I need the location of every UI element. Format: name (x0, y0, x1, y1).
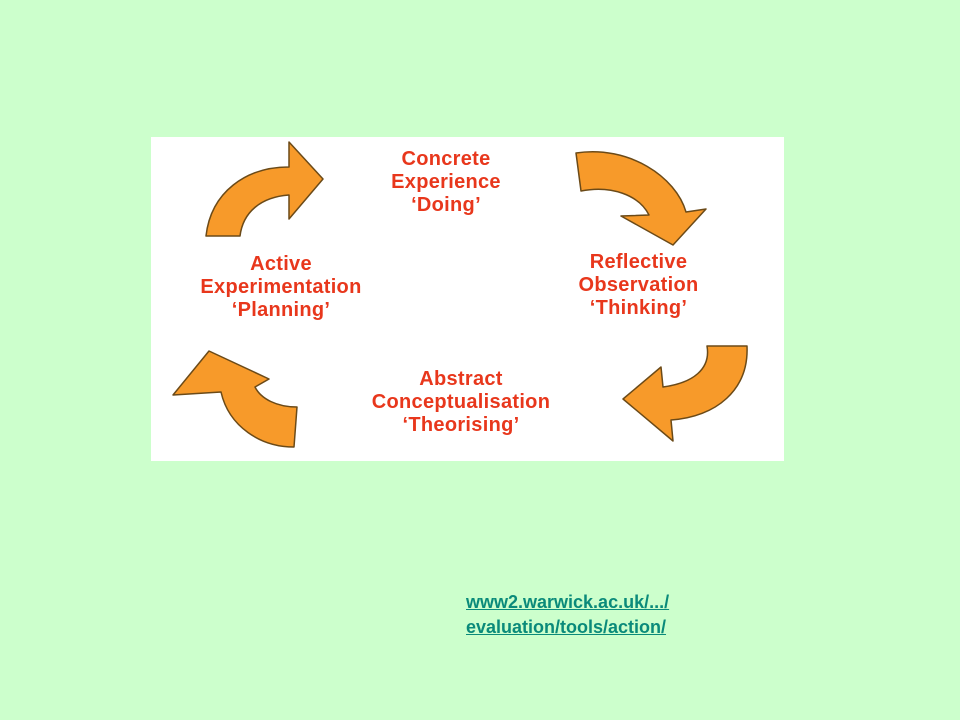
source-link-line1[interactable]: www2.warwick.ac.uk/.../ (466, 592, 670, 612)
stage-concrete-line3: ‘Doing’ (411, 194, 481, 216)
stage-concrete-experience: Concrete Experience ‘Doing’ (356, 148, 536, 217)
stage-abstract-conceptualisation: Abstract Conceptualisation ‘Theorising’ (331, 368, 591, 437)
stage-abstract-line2: Conceptualisation (371, 391, 551, 413)
stage-abstract-line1: Abstract (419, 368, 503, 390)
stage-concrete-line2: Experience (391, 171, 501, 193)
source-link-line2[interactable]: evaluation/tools/action/ (466, 617, 667, 637)
cycle-arrows (172, 141, 748, 448)
top-left-arrow-icon (205, 141, 324, 237)
stage-concrete-line1: Concrete (401, 148, 491, 170)
top-right-arrow-icon (575, 151, 707, 246)
stage-abstract-line3: ‘Theorising’ (402, 414, 520, 436)
stage-active-line2: Experimentation (200, 276, 362, 298)
stage-reflective-observation: Reflective Observation ‘Thinking’ (546, 251, 731, 320)
stage-active-line3: ‘Planning’ (231, 299, 331, 321)
stage-active-experimentation: Active Experimentation ‘Planning’ (163, 253, 399, 322)
stage-reflective-line1: Reflective (589, 251, 688, 273)
stage-reflective-line2: Observation (578, 274, 699, 296)
stage-active-line1: Active (250, 253, 312, 275)
bottom-right-arrow-icon (622, 345, 748, 442)
learning-cycle-diagram: Concrete Experience ‘Doing’ Reflective O… (151, 137, 784, 461)
bottom-left-arrow-icon (172, 350, 298, 448)
source-link[interactable]: www2.warwick.ac.uk/.../ evaluation/tools… (466, 590, 766, 640)
stage-reflective-line3: ‘Thinking’ (589, 297, 688, 319)
